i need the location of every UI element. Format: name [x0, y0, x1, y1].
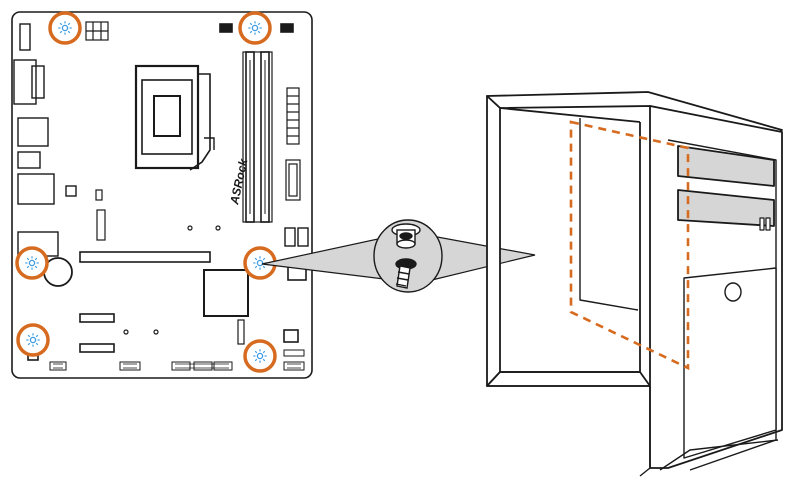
ray — [254, 257, 258, 261]
cpu-socket — [134, 64, 215, 171]
ray — [67, 22, 71, 26]
standoff-highlight-bottom-left — [16, 323, 50, 357]
motherboard: ASRock — [11, 11, 313, 379]
screw-hole-icon — [256, 352, 264, 360]
front-door — [683, 267, 777, 459]
ray — [59, 30, 63, 34]
drive-bay — [677, 145, 775, 187]
front-panel-headers — [49, 349, 305, 371]
ray — [254, 358, 258, 362]
sata-ports — [284, 227, 309, 247]
cpu-power-connector — [85, 21, 109, 41]
standoff-ring — [48, 11, 82, 45]
ray — [257, 30, 261, 34]
small-slot — [237, 319, 245, 345]
ray — [254, 350, 258, 354]
screw-hole-icon — [61, 24, 69, 32]
pc-case — [486, 91, 783, 477]
screw-hole-icon — [29, 336, 37, 344]
front-io — [759, 217, 771, 231]
screw-hole-rays — [58, 21, 72, 35]
screw-hole-rays — [248, 21, 262, 35]
motherboard-pcb — [11, 11, 313, 379]
memory-slots — [242, 51, 273, 223]
ray — [35, 334, 39, 338]
screw-hole-icon — [256, 259, 264, 267]
screw-hole-icon — [28, 259, 36, 267]
standoff-ring — [238, 11, 272, 45]
fan-header — [219, 23, 233, 33]
cmos-jumper — [283, 329, 299, 343]
ray — [257, 22, 261, 26]
pcie-x16-slot — [79, 251, 211, 263]
standoff-highlight-top-center — [238, 11, 272, 45]
screw-hole-rays — [26, 333, 40, 347]
screw-hole-icon — [251, 24, 259, 32]
usb-header — [285, 159, 301, 201]
atx-power-connector — [286, 87, 300, 145]
header-pins — [53, 363, 301, 369]
ray — [26, 257, 30, 261]
ray — [262, 350, 266, 354]
case-open-side — [486, 95, 501, 387]
m2-slot — [96, 209, 106, 241]
rear-io-ports — [13, 23, 77, 257]
screw-hole-rays — [25, 256, 39, 270]
chipset — [203, 269, 249, 317]
ray — [35, 342, 39, 346]
ray — [27, 334, 31, 338]
fan-header — [280, 23, 294, 33]
ray — [59, 22, 63, 26]
small-header — [95, 189, 103, 201]
standoff-highlights — [15, 11, 277, 373]
ray — [249, 30, 253, 34]
drive-bay — [677, 189, 775, 227]
power-button — [724, 282, 742, 302]
standoff-ring — [243, 339, 277, 373]
screw-hole-rays — [253, 349, 267, 363]
ray — [34, 257, 38, 261]
ray — [262, 265, 266, 269]
ray — [262, 358, 266, 362]
pcie-x1-slot — [79, 343, 115, 353]
pcie-x1-slot — [79, 313, 115, 323]
standoff-ring — [16, 323, 50, 357]
ray — [249, 22, 253, 26]
mounting-area-outline — [569, 120, 690, 371]
screw-callout — [261, 219, 536, 293]
ray — [34, 265, 38, 269]
standoff-highlight-top-left — [48, 11, 82, 45]
ray — [262, 257, 266, 261]
standoff-highlight-bottom-center — [243, 339, 277, 373]
callout-circle — [373, 219, 443, 293]
ray — [26, 265, 30, 269]
ray — [27, 342, 31, 346]
mounting-dots — [123, 225, 221, 335]
standoff-highlight-left-middle — [15, 246, 49, 280]
standoff-ring — [15, 246, 49, 280]
ray — [254, 265, 258, 269]
ray — [67, 30, 71, 34]
screw-icon — [395, 258, 417, 289]
standoff-icon — [391, 223, 421, 249]
